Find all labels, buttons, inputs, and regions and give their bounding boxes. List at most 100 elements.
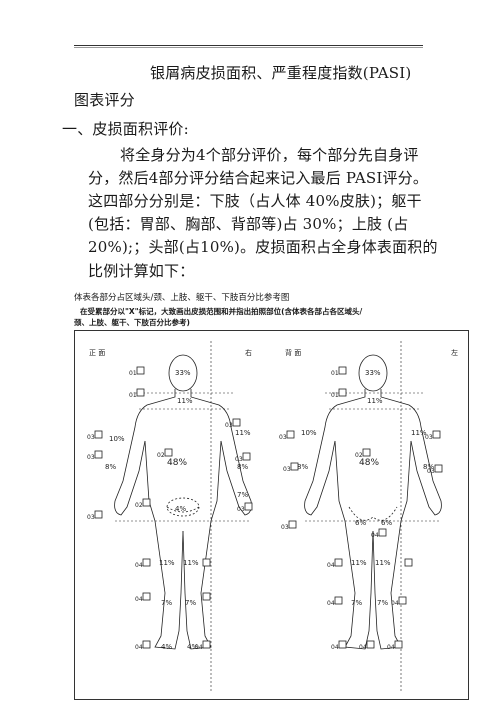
right-label: 右 — [245, 348, 252, 357]
figure-caption: 体表各部分占区域头/颈、上肢、躯干、下肢百分比参考图 — [74, 293, 290, 303]
mark-box[interactable] — [362, 448, 371, 457]
pct-upper-arm: 10% — [109, 435, 125, 443]
mark-box[interactable] — [142, 558, 151, 567]
mark-box[interactable] — [394, 640, 403, 649]
header-rule-thin — [74, 47, 423, 48]
mark-box[interactable] — [244, 502, 253, 511]
pct-foot: 4% — [161, 643, 172, 651]
pct-thigh: 11% — [183, 559, 199, 567]
mark-box[interactable] — [338, 366, 347, 375]
figure-note: 颈、上肢、躯干、下肢百分比参考) — [74, 318, 190, 327]
region-code-arm: 03 — [87, 514, 95, 521]
region-code-leg: 04 — [195, 644, 203, 651]
mark-box[interactable] — [94, 430, 103, 439]
pct-buttock: 6% — [355, 519, 366, 527]
mark-box[interactable] — [136, 366, 145, 375]
paragraph-line: (包括：胃部、胸部、背部等)占 30%；上肢 (占 — [88, 215, 409, 233]
pct-neck: 11% — [177, 397, 193, 405]
region-code-head: 01 — [129, 392, 137, 399]
mark-box[interactable] — [434, 464, 443, 473]
mark-box[interactable] — [398, 596, 407, 605]
mark-box[interactable] — [288, 520, 297, 529]
body-diagram: 正 面 右 背 面 左 33% 11% 48% 10% 11% 8% 8% 7%… — [87, 341, 458, 691]
pct-thigh: 11% — [351, 559, 367, 567]
mark-box[interactable] — [142, 640, 151, 649]
pct-buttock: 6% — [381, 519, 392, 527]
paragraph-line: 将全身分为4个部分评价，每个部分先自身评 — [120, 146, 419, 164]
back-label: 背 面 — [285, 348, 301, 357]
region-code-head: 01 — [331, 370, 339, 377]
region-code-leg: 04 — [327, 562, 335, 569]
region-code-arm: 03 — [281, 524, 289, 531]
mark-box[interactable] — [378, 528, 387, 537]
pct-shin: 7% — [351, 599, 362, 607]
pct-foot: 4% — [187, 643, 198, 651]
mark-box[interactable] — [338, 388, 347, 397]
region-code-arm: 03 — [427, 468, 435, 475]
region-code-leg: 04 — [135, 644, 143, 651]
header-rule — [74, 45, 423, 46]
mark-box[interactable] — [366, 640, 375, 649]
mark-box[interactable] — [142, 592, 151, 601]
mark-box[interactable] — [338, 640, 347, 649]
pct-upper-arm: 10% — [301, 429, 317, 437]
pct-shin: 7% — [377, 599, 388, 607]
mark-box[interactable] — [136, 388, 145, 397]
region-code-leg: 04 — [359, 644, 367, 651]
figure-note: 在受累部分以"X"标记，大致画出皮损范围和并指出拍照部位(含体表各部占各区域头/ — [80, 307, 363, 316]
region-code-leg: 04 — [387, 644, 395, 651]
region-code-leg: 04 — [371, 532, 379, 539]
body-diagram-frame: 正 面 右 背 面 左 33% 11% 48% 10% 11% 8% 8% 7%… — [74, 330, 469, 700]
title-line1: 银屑病皮损面积、严重程度指数(PASI) — [150, 64, 412, 82]
pct-shin: 7% — [185, 599, 196, 607]
mark-box[interactable] — [94, 450, 103, 459]
mark-box[interactable] — [242, 452, 251, 461]
mark-box[interactable] — [334, 596, 343, 605]
region-code-leg: 04 — [135, 562, 143, 569]
pct-upper-arm: 11% — [411, 429, 427, 437]
pct-forearm: 8% — [297, 463, 308, 471]
region-code-arm: 03 — [425, 434, 433, 441]
title-line2: 图表评分 — [74, 91, 135, 109]
pct-pelvis: 4% — [175, 505, 186, 513]
region-code-arm: 03 — [87, 454, 95, 461]
mark-box[interactable] — [334, 558, 343, 567]
paragraph-line: 20%);；头部(占10%)。皮损面积占全身体表面积的 — [88, 238, 438, 256]
paragraph-line: 分，然后4部分评分结合起来记入最后 PASI评分。 — [88, 169, 429, 187]
left-label: 左 — [451, 348, 458, 357]
pct-hand: 7% — [237, 491, 248, 499]
pct-head: 33% — [175, 369, 191, 377]
pct-trunk: 48% — [167, 458, 187, 468]
pct-forearm: 8% — [105, 463, 116, 471]
region-code-head: 01 — [331, 392, 339, 399]
region-code-arm: 03 — [235, 456, 243, 463]
mark-box[interactable] — [202, 640, 211, 649]
mark-box[interactable] — [142, 498, 151, 507]
region-code-arm: 03 — [87, 434, 95, 441]
mark-box[interactable] — [290, 462, 299, 471]
pct-shin: 7% — [161, 599, 172, 607]
front-figure — [114, 354, 252, 650]
mark-box[interactable] — [164, 448, 173, 457]
mark-box[interactable] — [404, 558, 413, 567]
mark-box[interactable] — [286, 430, 295, 439]
pct-thigh: 11% — [375, 559, 391, 567]
paragraph-line: 比例计算如下： — [88, 262, 195, 280]
region-code-arm: 03 — [225, 422, 233, 429]
pct-forearm: 8% — [423, 463, 434, 471]
region-code-trunk: 02 — [355, 452, 363, 459]
mark-box[interactable] — [202, 558, 211, 567]
front-label: 正 面 — [89, 349, 105, 357]
mark-box[interactable] — [432, 430, 441, 439]
mark-box[interactable] — [94, 510, 103, 519]
mark-box[interactable] — [232, 418, 241, 427]
mark-box[interactable] — [202, 592, 211, 601]
region-code-leg: 04 — [331, 644, 339, 651]
region-code-arm: 03 — [283, 466, 291, 473]
region-code-arm: 03 — [237, 506, 245, 513]
region-code-arm: 03 — [279, 434, 287, 441]
region-code-leg: 04 — [327, 600, 335, 607]
pct-neck: 11% — [367, 397, 383, 405]
section-heading: 一、皮损面积评价: — [62, 120, 189, 138]
paragraph-line: 这四部分分别是：下肢（占人体 40%皮肤)；躯干 — [88, 192, 422, 210]
